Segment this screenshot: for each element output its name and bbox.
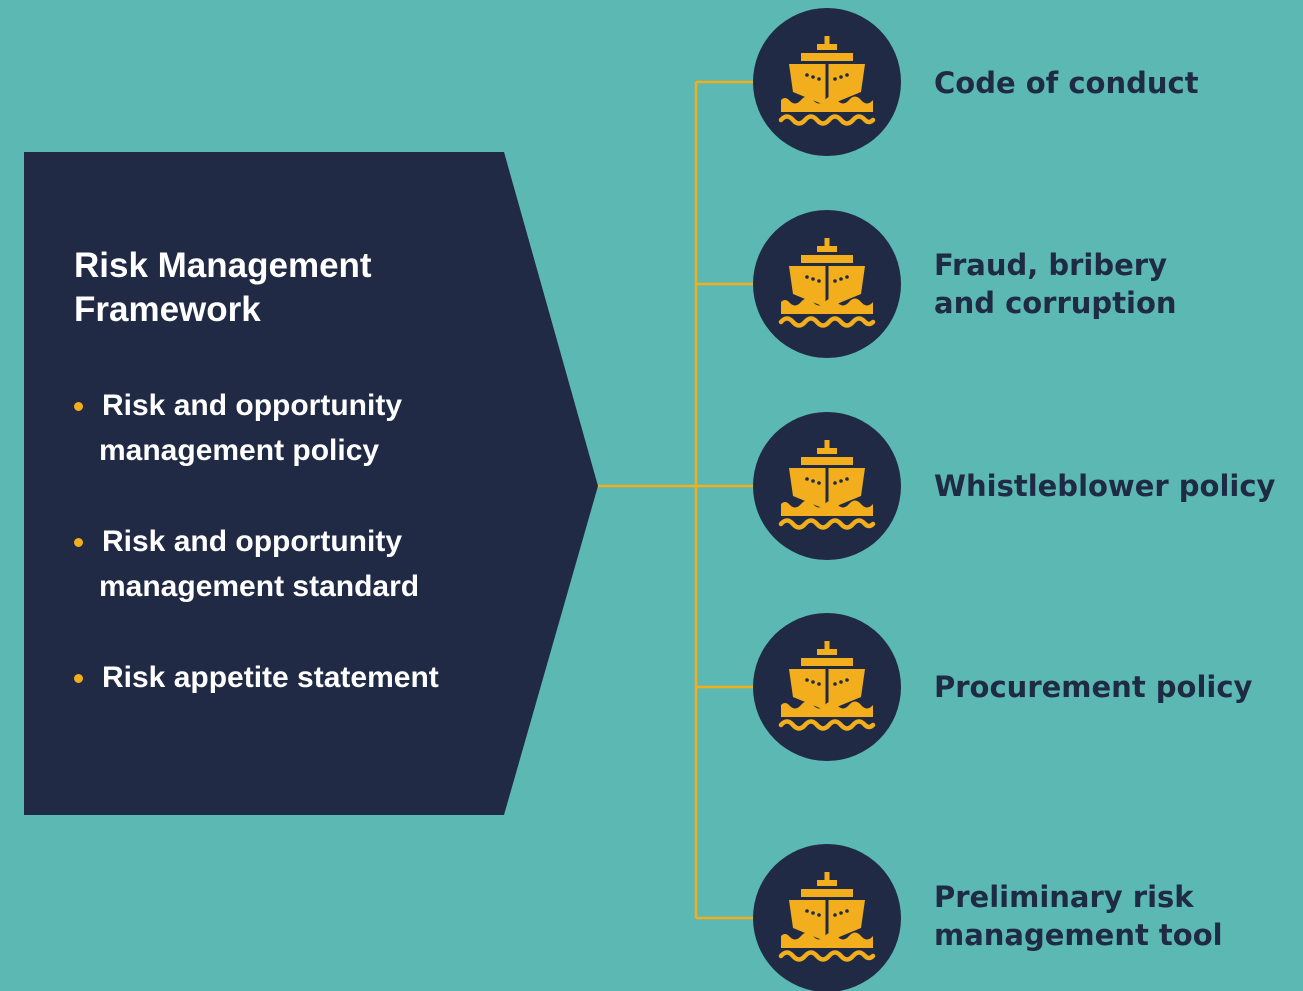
framework-item: Risk appetite statement (74, 655, 544, 700)
policy-node (753, 412, 901, 560)
policy-label-fraud: Fraud, bribery and corruption (934, 246, 1177, 322)
framework-panel (24, 152, 598, 815)
framework-item-text: management policy (99, 434, 380, 467)
connector-lines (598, 80, 777, 920)
policy-label-procurement: Procurement policy (934, 668, 1252, 706)
framework-title-line: Framework (74, 290, 261, 329)
policy-label-line: Fraud, bribery (934, 248, 1167, 282)
policy-label-line: management tool (934, 918, 1223, 952)
policy-label-line: Preliminary risk (934, 880, 1194, 914)
framework-item: Risk and opportunity management policy (74, 383, 544, 473)
policy-nodes (753, 8, 901, 991)
framework-item: Risk and opportunity management standard (74, 519, 544, 609)
framework-item-text: Risk and opportunity (102, 525, 402, 558)
framework-item-list: Risk and opportunity management policy R… (74, 383, 544, 746)
framework-title-line: Risk Management (74, 246, 372, 285)
policy-node (753, 844, 901, 991)
framework-item-text: Risk and opportunity (102, 389, 402, 422)
framework-item-text: Risk appetite statement (102, 661, 439, 694)
policy-node (753, 8, 901, 156)
policy-label-line: Whistleblower policy (934, 469, 1276, 503)
policy-label-line: and corruption (934, 286, 1177, 320)
policy-node (753, 613, 901, 761)
bullet-dot-icon (74, 538, 83, 547)
policy-label-code-of-conduct: Code of conduct (934, 64, 1199, 102)
bullet-dot-icon (74, 402, 83, 411)
policy-label-line: Code of conduct (934, 66, 1199, 100)
policy-label-line: Procurement policy (934, 670, 1253, 704)
framework-title: Risk Management Framework (74, 244, 494, 332)
policy-label-preliminary-risk-tool: Preliminary risk management tool (934, 878, 1223, 954)
bullet-dot-icon (74, 674, 83, 683)
framework-item-text: management standard (99, 570, 420, 603)
policy-label-whistleblower: Whistleblower policy (934, 467, 1275, 505)
policy-node (753, 210, 901, 358)
